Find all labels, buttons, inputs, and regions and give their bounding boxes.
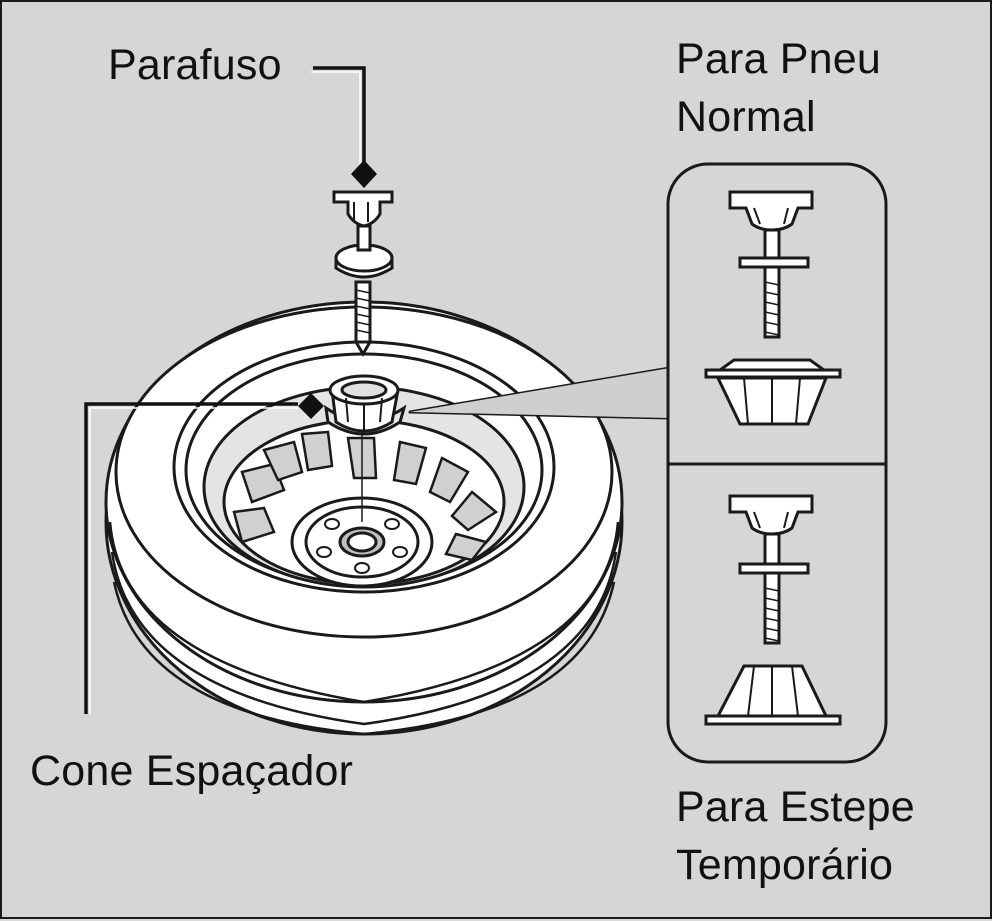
cone-leader-outline (89, 407, 298, 714)
cone-label: Cone Espaçador (30, 747, 354, 795)
cone-leader-tip (298, 393, 324, 419)
spacer-cone (324, 374, 407, 522)
bolt-assembly (332, 190, 394, 357)
normal-tire-label-line2: Normal (676, 93, 816, 141)
detail-panel (666, 162, 888, 764)
cone-leader (84, 402, 298, 714)
temporary-bolt (728, 494, 814, 645)
spare-tire (104, 300, 624, 736)
bolt-leader-outline (311, 71, 361, 168)
normal-cone (704, 358, 842, 426)
bolt-leader (313, 66, 366, 170)
temporary-cone (704, 664, 842, 726)
normal-tire-label-line1: Para Pneu (676, 35, 882, 83)
normal-bolt (728, 190, 814, 339)
bolt-label: Parafuso (108, 41, 282, 89)
bolt-leader-tip (351, 160, 377, 188)
temporary-tire-label-line1: Para Estepe (676, 783, 915, 831)
temporary-tire-label-line2: Temporário (676, 841, 894, 889)
